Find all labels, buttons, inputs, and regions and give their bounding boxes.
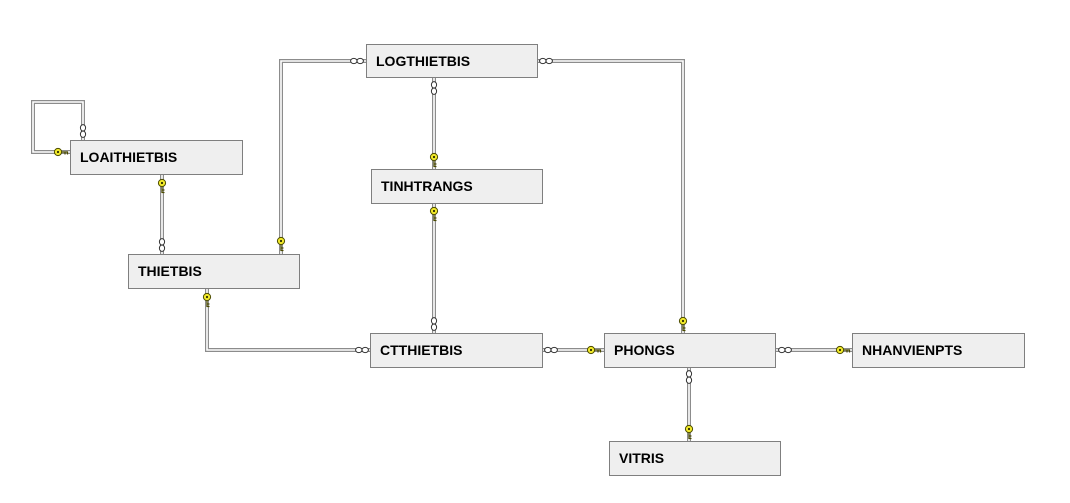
- table-name: NHANVIENPTS: [862, 342, 963, 358]
- table-loaithietbis[interactable]: LOAITHIETBIS: [70, 140, 243, 175]
- relationship-phongs-logthietbis[interactable]: [537, 57, 688, 333]
- relationship-nhanvienpts-phongs[interactable]: [775, 345, 852, 355]
- relationship-vitris-phongs[interactable]: [684, 367, 694, 441]
- primary-key-icon: [202, 292, 212, 308]
- table-name: TINHTRANGS: [381, 178, 473, 194]
- table-name: VITRIS: [619, 450, 665, 466]
- table-name: LOGTHIETBIS: [376, 53, 471, 69]
- table-phongs[interactable]: PHONGS: [604, 333, 776, 368]
- many-end-icon: [544, 346, 558, 354]
- primary-key-icon: [429, 206, 439, 222]
- primary-key-icon: [53, 147, 69, 157]
- relationship-loaithietbis-self[interactable]: [31, 100, 87, 157]
- many-end-icon: [539, 57, 553, 65]
- primary-key-icon: [586, 345, 602, 355]
- table-thietbis[interactable]: THIETBIS: [128, 254, 300, 289]
- many-end-icon: [685, 370, 693, 384]
- primary-key-icon: [835, 345, 851, 355]
- many-end-icon: [79, 124, 87, 138]
- table-ctthietbis[interactable]: CTTHIETBIS: [370, 333, 543, 368]
- relationship-tinhtrangs-ctthietbis[interactable]: [429, 203, 439, 333]
- relationship-thietbis-ctthietbis[interactable]: [202, 288, 370, 354]
- table-nhanvienpts[interactable]: NHANVIENPTS: [852, 333, 1025, 368]
- table-name: PHONGS: [614, 342, 675, 358]
- primary-key-icon: [429, 152, 439, 168]
- many-end-icon: [778, 346, 792, 354]
- table-vitris[interactable]: VITRIS: [609, 441, 781, 476]
- relationship-thietbis-logthietbis[interactable]: [276, 57, 366, 254]
- primary-key-icon: [684, 424, 694, 440]
- many-end-icon: [355, 346, 369, 354]
- primary-key-icon: [276, 236, 286, 252]
- table-name: LOAITHIETBIS: [80, 149, 178, 165]
- many-end-icon: [350, 57, 364, 65]
- many-end-icon: [430, 317, 438, 331]
- table-name: THIETBIS: [138, 263, 202, 279]
- table-tinhtrangs[interactable]: TINHTRANGS: [371, 169, 543, 204]
- relationship-phongs-ctthietbis[interactable]: [542, 345, 604, 355]
- relationship-tinhtrangs-logthietbis[interactable]: [429, 78, 439, 169]
- many-end-icon: [158, 238, 166, 252]
- relationship-loaithietbis-thietbis[interactable]: [157, 175, 167, 254]
- table-logthietbis[interactable]: LOGTHIETBIS: [366, 44, 538, 78]
- table-name: CTTHIETBIS: [380, 342, 463, 358]
- primary-key-icon: [157, 178, 167, 194]
- many-end-icon: [430, 81, 438, 95]
- primary-key-icon: [678, 316, 688, 332]
